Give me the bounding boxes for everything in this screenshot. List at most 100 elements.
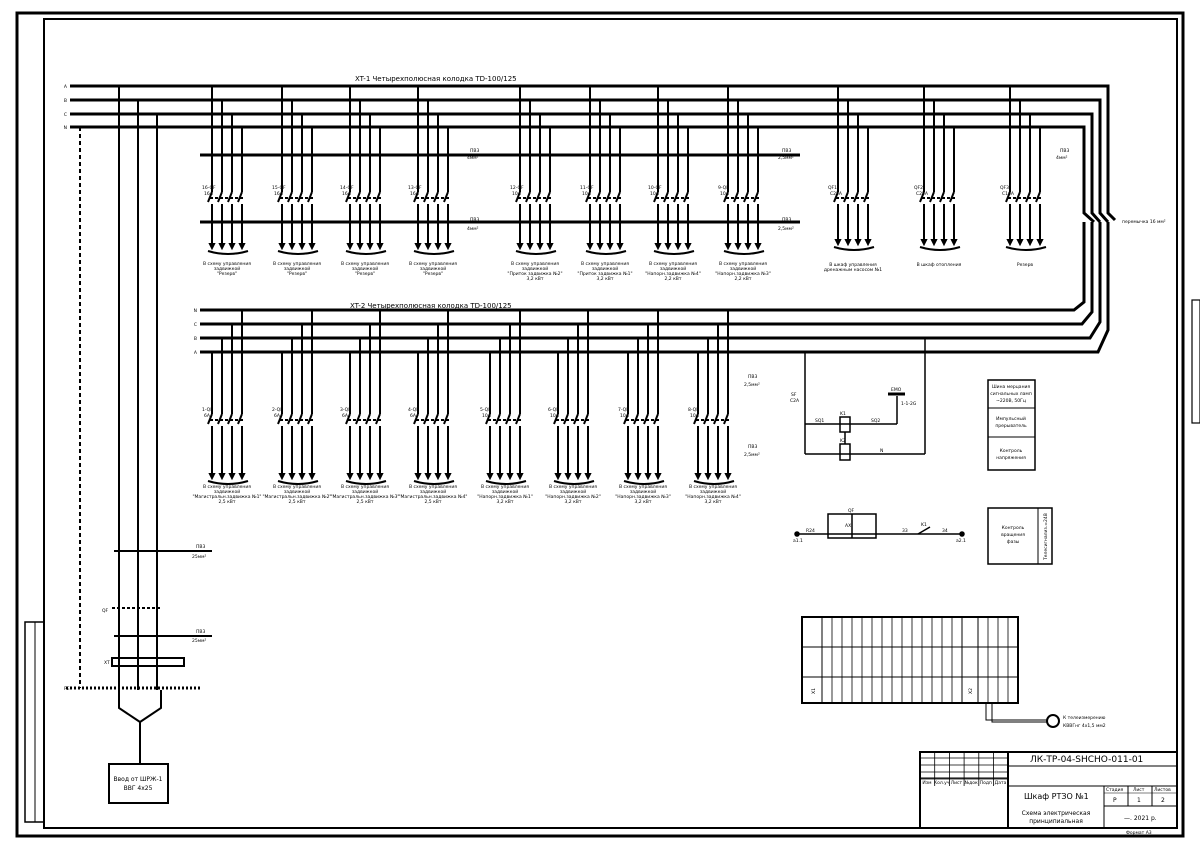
xt1-feeder-id: 13-QF: [408, 185, 422, 191]
xt1-feeder-dest: В схему управления: [203, 261, 251, 267]
xt2-phase-N: N: [194, 308, 197, 314]
xt1-phase-C: C: [64, 112, 67, 118]
xt1-arrow: [586, 243, 594, 251]
xt2-feeder-dest: 3,2 кВт: [496, 499, 513, 505]
xt1-feeder-dest: "Резерв": [217, 271, 237, 277]
xt2-feeder-rating: 10A: [690, 413, 700, 419]
xt2-arrow: [624, 473, 632, 481]
xt2-arrow: [366, 473, 374, 481]
xt1-cable-left-top-1: ПВ3: [470, 148, 479, 154]
xt2-arrow: [424, 473, 432, 481]
xt1-cable-right-bot-2: 2,5мм²: [778, 226, 794, 232]
ind-2-l1: Импульсный: [996, 415, 1026, 422]
ind-1-l1: Шина мерцания: [992, 384, 1031, 390]
xt1-feeder-dest: В схему управления: [273, 261, 321, 267]
xt2-feeder-dest: "Напорн.задвижка №2": [545, 494, 601, 500]
xt1-phase-N: N: [64, 125, 67, 131]
aux-arrow: [1006, 239, 1014, 247]
xt2-feeder-dest: В схему управления: [409, 484, 457, 490]
xt1-arrow: [674, 243, 682, 251]
xt2-arrow: [444, 473, 452, 481]
xt1-feeder-dest: задвижкой: [352, 265, 378, 272]
xt1-arrow: [654, 243, 662, 251]
xt2-feeder-rating: 6A: [342, 413, 349, 419]
ctrl-k1: K1: [840, 411, 846, 417]
xt1-arrow: [346, 243, 354, 251]
xt2-arrow: [376, 473, 384, 481]
xt2-arrow: [496, 473, 504, 481]
xt1-feeder-dest: 3,2 кВт: [596, 276, 613, 282]
xt1-feeder-dest: В схему управления: [409, 261, 457, 267]
xt1-feeder-dest: "Резерв": [287, 271, 307, 277]
aux-brace: [919, 246, 961, 251]
xt2-feeder-dest: 3,2 кВт: [704, 499, 721, 505]
aux-feeder-dest: дренажным насосом №1: [824, 267, 882, 273]
xt2-brace: [553, 480, 595, 485]
xt1-arrow: [664, 243, 672, 251]
xt2-arrow: [724, 473, 732, 481]
xt1-feeder-dest: задвижкой: [592, 265, 618, 272]
xt2-arrow: [218, 473, 226, 481]
phase-ctrl-l2: вращения: [1001, 533, 1025, 538]
xt2-cable-top-1: ПВ3: [748, 374, 757, 380]
xt2-brace: [207, 480, 249, 485]
xt2-arrow: [704, 473, 712, 481]
xt2-feeder-dest: В схему управления: [203, 484, 251, 490]
xt1-brace: [515, 250, 557, 255]
aux-feeder-rating: C25A: [916, 191, 929, 197]
ind-1-l2: сигнальных ламп: [990, 392, 1032, 397]
terminal-block: X1 X2 К телеизмерению КВВГнг 4х1,5 мм2: [801, 616, 1106, 729]
xt2-feeder-id: 8-QF: [688, 407, 699, 413]
xt2-arrow: [288, 473, 296, 481]
xt2-feeder-wires-6: [623, 310, 665, 485]
xt1-feeder-id: 14-QF: [340, 185, 354, 191]
xt2-feeder-rating: 6A: [274, 413, 281, 419]
xt1-busbar: XT-1 Четырехполюсная колодка TD-100/125 …: [64, 75, 1166, 282]
xt2-feeder-wires-3: [413, 310, 455, 485]
xt1-feeder-dest: "Резерв": [355, 271, 375, 277]
xt2-arrow: [564, 473, 572, 481]
aux-feeder-wires-1: [919, 86, 961, 251]
xt2-arrow: [298, 473, 306, 481]
xt2-feeder-dest: "Магистральн.задвижка №1": [192, 494, 261, 500]
aux-feeder-dest: Резерв: [1017, 262, 1034, 268]
xt2-arrow: [308, 473, 316, 481]
xt1-feeder-rating: 10A: [582, 191, 592, 197]
xt1-feeder-dest: задвижкой: [284, 265, 310, 272]
ctrl-w2: SQ2: [871, 418, 880, 424]
aux-arrow: [864, 239, 872, 247]
xt1-brace: [345, 250, 387, 255]
ctrl-sf: SF: [791, 392, 797, 398]
xt2-feeder-rating: 10A: [550, 413, 560, 419]
input-qf: QF: [102, 608, 109, 614]
xt1-arrow: [734, 243, 742, 251]
xt2-feeder-dest: В схему управления: [341, 484, 389, 490]
input-feed-2: ВВГ 4х25: [124, 785, 153, 792]
xt2-arrow: [516, 473, 524, 481]
ind-3-l1: Контроль: [1000, 448, 1023, 454]
xt2-feeder-id: 5-QF: [480, 407, 491, 413]
xt1-feeder-dest: "Приток задвижка №2": [507, 271, 562, 277]
ctrl-w1: SQ1: [815, 418, 824, 424]
xt2-feeder-dest: "Магистральн.задвижка №2": [262, 494, 331, 500]
aux-arrow: [854, 239, 862, 247]
xt2-feeder-dest: "Магистральн.задвижка №3": [330, 494, 399, 500]
xt2-feeder-dest: В схему управления: [481, 484, 529, 490]
input-cable-top-1: ПВ3: [196, 544, 205, 550]
xt2-phase-A: A: [194, 350, 198, 356]
xt2-feeder-id: 7-QF: [618, 407, 629, 413]
aux-feeder-wires-2: [1005, 86, 1047, 251]
xt2-arrow: [574, 473, 582, 481]
stamp-sheet-h: Лист: [1133, 787, 1145, 793]
ctrl-n: N: [880, 448, 883, 454]
stamp-format: Формат А3: [1126, 830, 1152, 836]
